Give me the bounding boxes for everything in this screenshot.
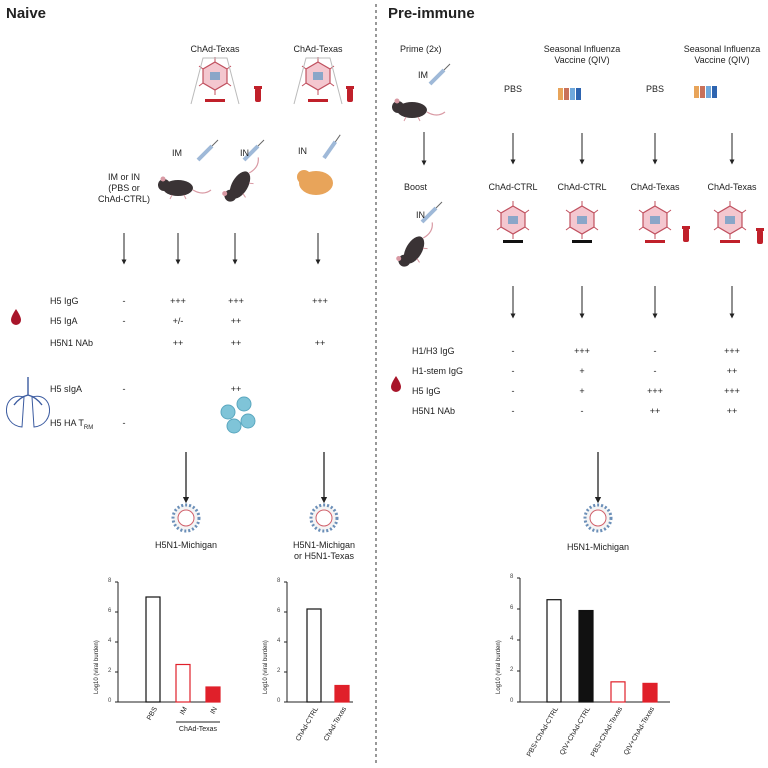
naive-row-label: H5 IgA [50, 316, 78, 326]
chart-bar [175, 663, 191, 703]
pre-cell: +++ [724, 346, 740, 356]
naive-row-label: H5 HA TRM [50, 418, 94, 431]
naive-control-line-3: ChAd-CTRL) [97, 194, 151, 204]
naive-route-in-2: IN [298, 146, 307, 156]
naive-cell: ++ [314, 338, 326, 348]
prime-route: IM [418, 70, 428, 80]
boost-vaccine-2: ChAd-CTRL [557, 182, 607, 192]
pre-cell: - [511, 346, 515, 356]
naive-cell: ++ [172, 338, 184, 348]
chart-bar [334, 684, 350, 703]
boost-label: Boost [404, 182, 428, 192]
chart-bar [610, 681, 626, 703]
y-tick-label: 6 [510, 605, 514, 611]
naive-vaccine-label-2: ChAd-Texas [293, 44, 343, 54]
naive-cell: +/- [172, 316, 184, 326]
pre-cell: - [580, 406, 584, 416]
pre-cell: ++ [726, 406, 738, 416]
boost-route: IN [416, 210, 425, 220]
chart-preimmune [517, 577, 670, 703]
naive-challenge-1: H5N1-Michigan [154, 540, 218, 550]
naive-cell: - [122, 316, 126, 326]
group-top-2: Seasonal Influenza [543, 44, 621, 54]
pre-cell: +++ [647, 386, 663, 396]
group-top-1: PBS [503, 84, 523, 94]
boost-vaccine-1: ChAd-CTRL [488, 182, 538, 192]
naive-row-label: H5 IgG [50, 296, 79, 306]
pre-row-label: H5 IgG [412, 386, 441, 396]
y-tick-label: 4 [108, 638, 112, 644]
pre-row-label: H1/H3 IgG [412, 346, 455, 356]
naive-cell: - [122, 296, 126, 306]
pre-cell: - [511, 406, 515, 416]
group-top-2b: Vaccine (QIV) [554, 55, 610, 65]
chart-bar [145, 596, 161, 703]
pre-row-label: H5N1 NAb [412, 406, 456, 416]
pre-challenge: H5N1-Michigan [566, 542, 630, 552]
naive-title: Naive [6, 5, 47, 22]
chart-bar [642, 682, 658, 703]
naive-row-label: H5N1 NAb [50, 338, 94, 348]
naive-cell: - [122, 384, 126, 394]
preimmune-title: Pre-immune [388, 5, 475, 22]
naive-cell: +++ [228, 296, 244, 306]
pre-cell: - [511, 366, 515, 376]
y-tick-label: 0 [108, 698, 112, 704]
naive-cell: ++ [230, 384, 242, 394]
pre-cell: +++ [574, 346, 590, 356]
chart-bar [205, 686, 221, 703]
group-top-3: PBS [645, 84, 665, 94]
y-tick-label: 8 [108, 578, 112, 584]
y-tick-label: 0 [510, 698, 514, 704]
pre-cell: ++ [649, 406, 661, 416]
pre-cell: - [511, 386, 515, 396]
naive-cell: ++ [230, 316, 242, 326]
chart-naive-michigan [115, 581, 221, 723]
naive-challenge-2-line-2: or H5N1-Texas [293, 551, 355, 561]
boost-vaccine-3: ChAd-Texas [630, 182, 680, 192]
y-axis-label: Log10 (viral burden) [263, 640, 269, 694]
naive-cell: ++ [230, 338, 242, 348]
group-top-4b: Vaccine (QIV) [694, 55, 750, 65]
naive-control-line-2: (PBS or [108, 183, 140, 193]
y-axis-label: Log10 (viral burden) [496, 640, 502, 694]
chart-bar [546, 599, 562, 703]
y-tick-label: 0 [277, 698, 281, 704]
naive-challenge-2-line-1: H5N1-Michigan [292, 540, 356, 550]
chart-naive-texas [284, 581, 353, 703]
pre-row-label: H1-stem IgG [412, 366, 464, 376]
naive-route-im: IM [172, 148, 182, 158]
pre-cell: + [579, 386, 585, 396]
chart-bar [306, 608, 322, 703]
y-tick-label: 8 [277, 578, 281, 584]
y-tick-label: 2 [510, 667, 514, 673]
x-group-label: ChAd-Texas [178, 726, 218, 733]
pre-cell: +++ [724, 386, 740, 396]
boost-vaccine-4: ChAd-Texas [707, 182, 757, 192]
naive-control-line-1: IM or IN [107, 172, 141, 182]
naive-row-label: H5 sIgA [50, 384, 83, 394]
pre-cell: + [579, 366, 585, 376]
naive-cell: - [122, 418, 126, 428]
naive-cell: +++ [312, 296, 328, 306]
naive-cell: +++ [170, 296, 186, 306]
prime-label: Prime (2x) [400, 44, 442, 54]
chart-axis [117, 582, 216, 703]
y-tick-label: 4 [510, 636, 514, 642]
y-tick-label: 6 [277, 608, 281, 614]
y-tick-label: 2 [108, 668, 112, 674]
naive-vaccine-label-1: ChAd-Texas [190, 44, 240, 54]
pre-cell: - [653, 346, 657, 356]
pre-cell: ++ [726, 366, 738, 376]
y-tick-label: 8 [510, 574, 514, 580]
y-axis-label: Log10 (viral burden) [94, 640, 100, 694]
pre-cell: - [653, 366, 657, 376]
chart-bar [578, 609, 594, 703]
y-tick-label: 6 [108, 608, 112, 614]
naive-route-in: IN [240, 148, 249, 158]
group-top-4: Seasonal Influenza [683, 44, 761, 54]
y-tick-label: 2 [277, 668, 281, 674]
y-tick-label: 4 [277, 638, 281, 644]
